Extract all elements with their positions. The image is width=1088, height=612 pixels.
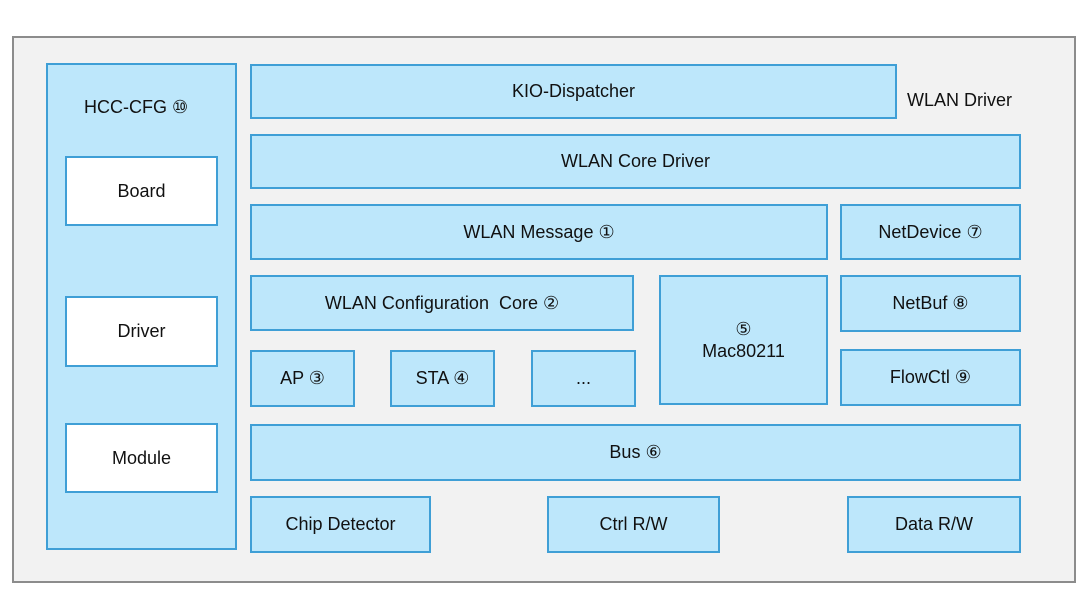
bus-block: Bus ⑥: [250, 424, 1021, 481]
mac80211-label: Mac80211: [702, 341, 785, 361]
ellipsis-block: ...: [531, 350, 636, 407]
netdevice-block: NetDevice ⑦: [840, 204, 1021, 260]
wlan-driver-label: WLAN Driver: [907, 90, 1013, 110]
netbuf-block: NetBuf ⑧: [840, 275, 1021, 332]
hcc-item-module: Module: [65, 423, 218, 493]
wlan-configuration-core-block: WLAN Configuration Core ②: [250, 275, 634, 331]
hcc-item-board: Board: [65, 156, 218, 226]
mac80211-block: ⑤ Mac80211: [659, 275, 828, 405]
hcc-item-driver: Driver: [65, 296, 218, 367]
flowctl-block: FlowCtl ⑨: [840, 349, 1021, 406]
chip-detector-block: Chip Detector: [250, 496, 431, 553]
ap-block: AP ③: [250, 350, 355, 407]
hcc-cfg-title: HCC-CFG ⑩: [84, 97, 189, 117]
mac80211-number: ⑤: [735, 318, 752, 339]
kio-dispatcher-block: KIO-Dispatcher: [250, 64, 897, 119]
data-rw-block: Data R/W: [847, 496, 1021, 553]
ctrl-rw-block: Ctrl R/W: [547, 496, 720, 553]
wlan-message-block: WLAN Message ①: [250, 204, 828, 260]
sta-block: STA ④: [390, 350, 495, 407]
wlan-core-driver-block: WLAN Core Driver: [250, 134, 1021, 189]
